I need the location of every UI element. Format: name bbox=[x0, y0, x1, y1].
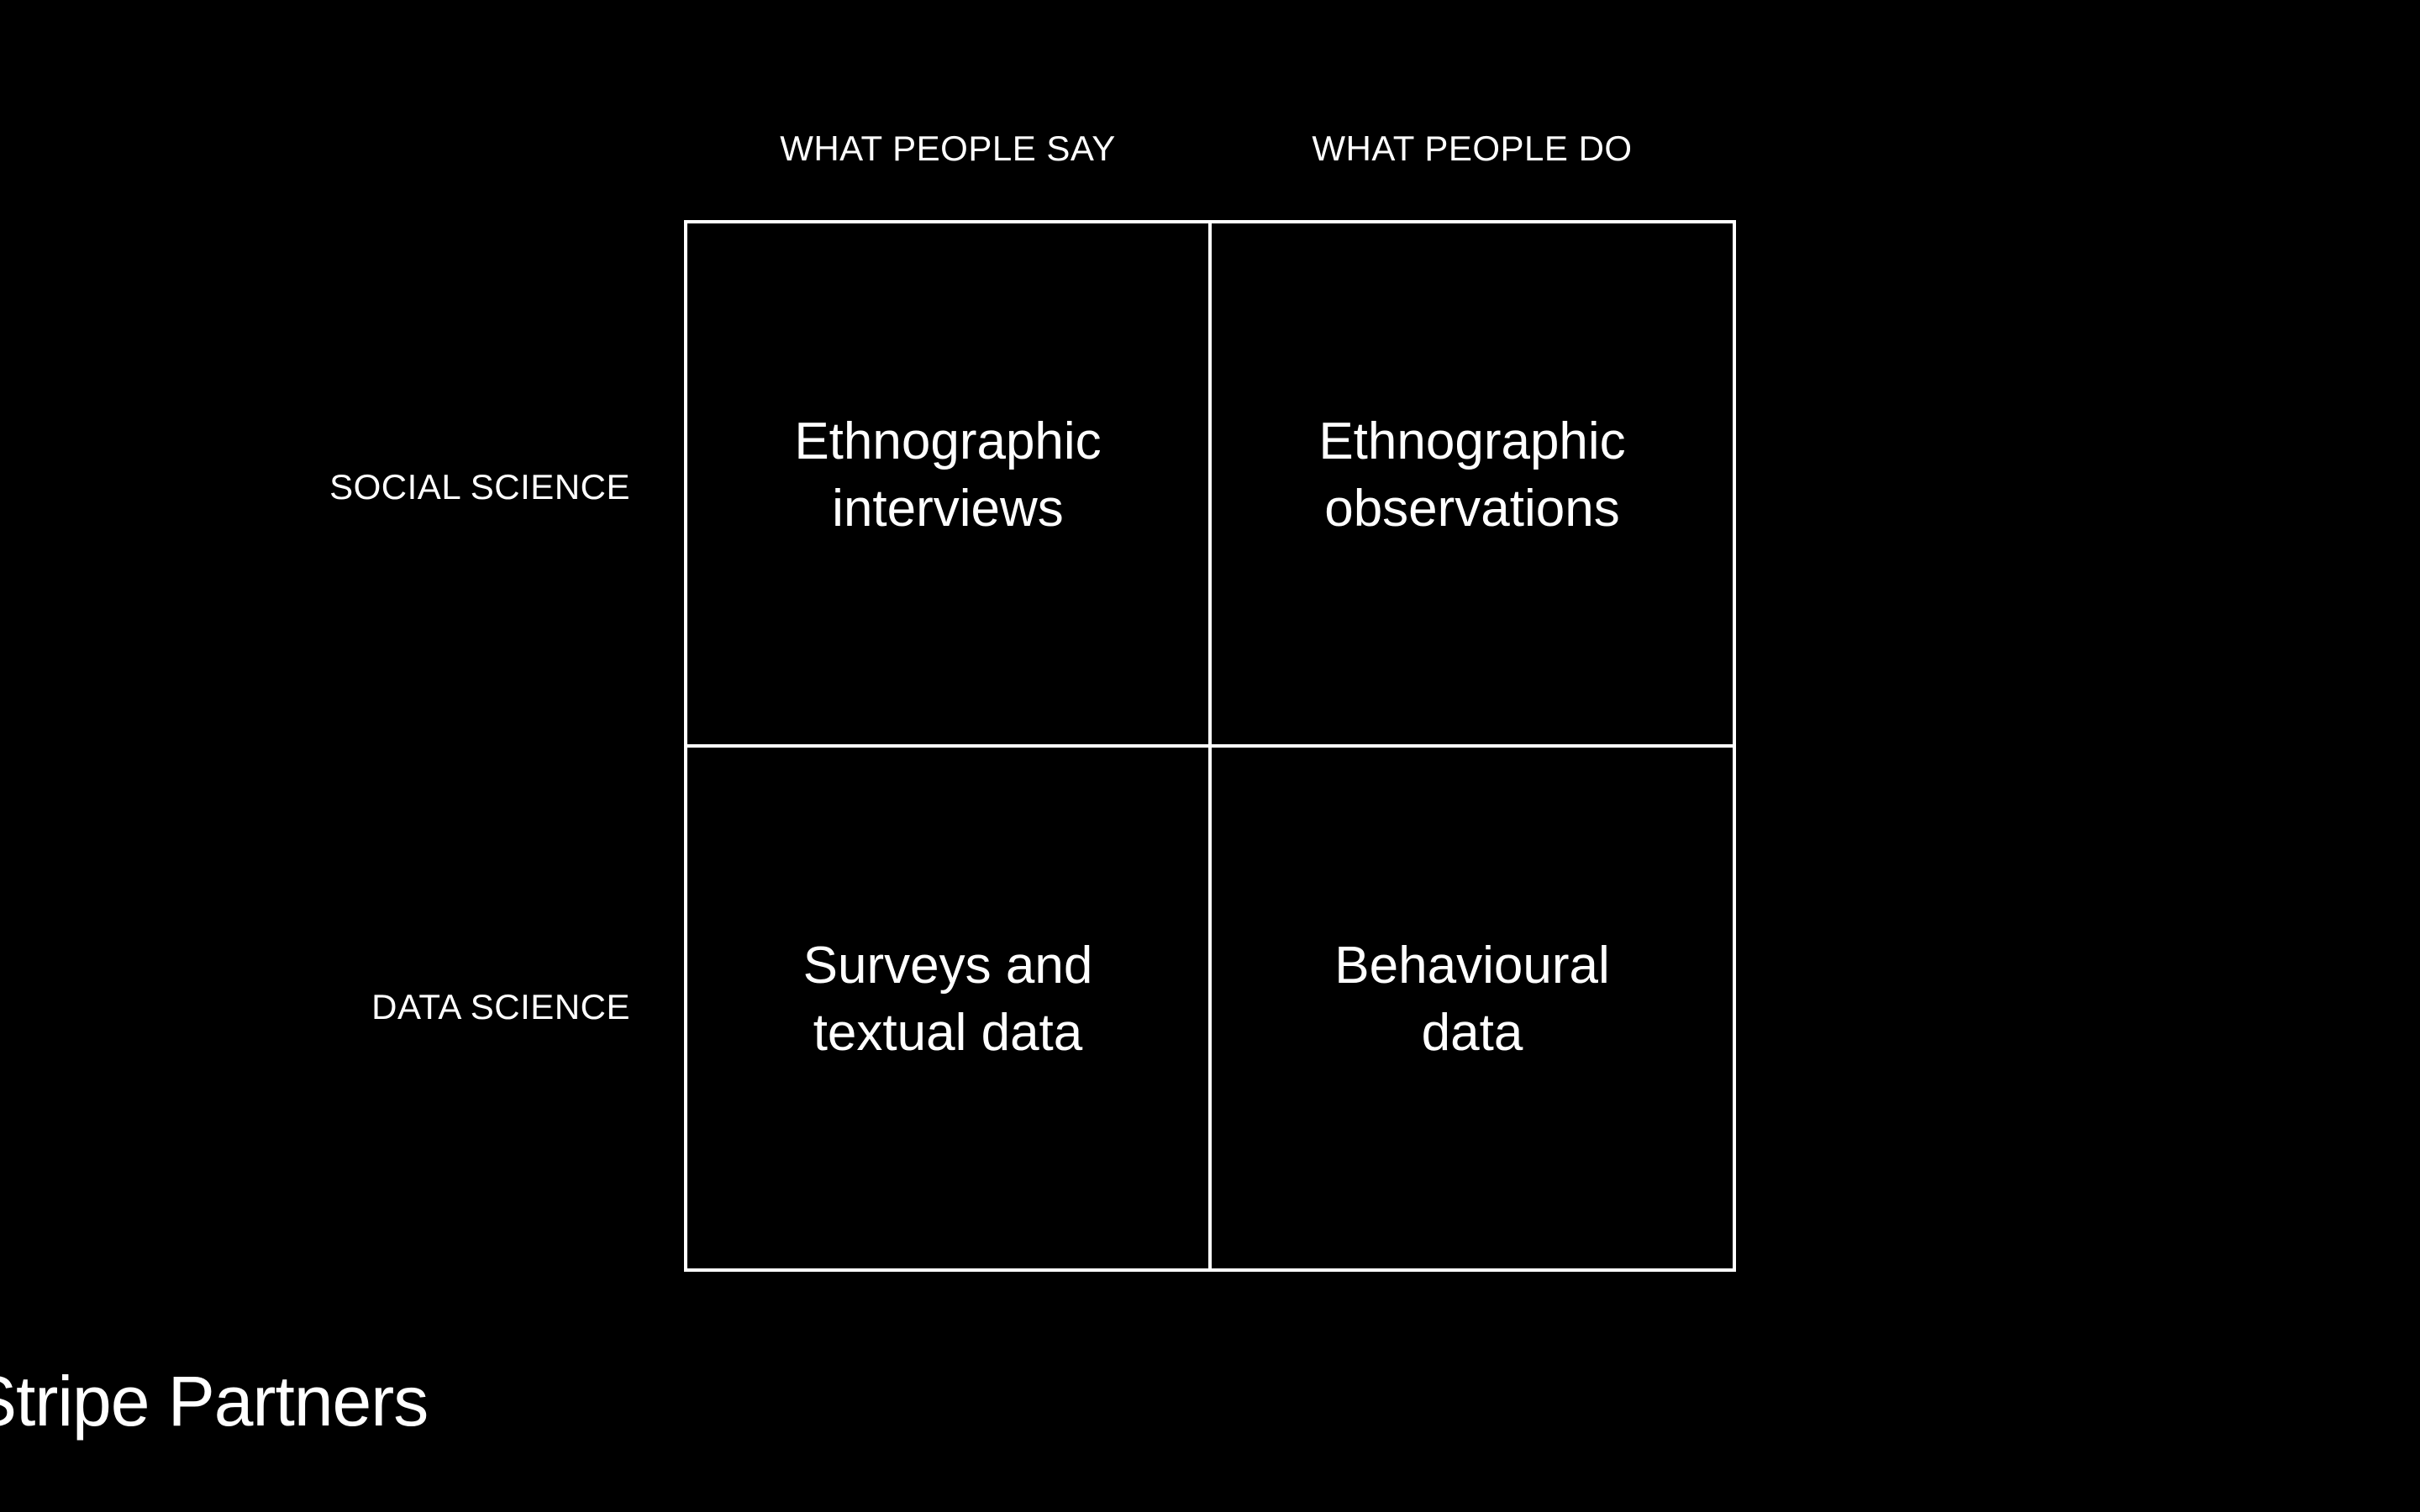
cell-data-say: Surveys and textual data bbox=[687, 746, 1210, 1268]
column-header-what-people-say: WHAT PEOPLE SAY bbox=[780, 129, 1116, 168]
cell-data-do-line2: data bbox=[1421, 1004, 1523, 1062]
cell-data-say-line2: textual data bbox=[813, 1004, 1083, 1062]
cell-social-do: Ethnographic observations bbox=[1210, 223, 1733, 746]
cell-data-say-label: Surveys and textual data bbox=[763, 932, 1133, 1067]
row-header-data-science: DATA SCIENCE bbox=[371, 987, 630, 1026]
cell-data-do: Behavioural data bbox=[1210, 746, 1733, 1268]
cell-data-say-line1: Surveys and bbox=[802, 937, 1093, 995]
cell-social-do-line2: observations bbox=[1324, 480, 1620, 538]
column-header-what-people-do: WHAT PEOPLE DO bbox=[1312, 129, 1633, 168]
stripe-partners-logo: Stripe Partners bbox=[0, 1362, 429, 1441]
cell-social-say-label: Ethnographic interviews bbox=[763, 408, 1133, 543]
cell-data-do-line1: Behavioural bbox=[1334, 937, 1610, 995]
cell-social-do-line1: Ethnographic bbox=[1318, 412, 1626, 470]
cell-social-say-line2: interviews bbox=[832, 480, 1064, 538]
cell-data-do-label: Behavioural data bbox=[1287, 932, 1657, 1067]
quadrant-grid: Ethnographic interviews Ethnographic obs… bbox=[684, 220, 1736, 1272]
row-header-social-science: SOCIAL SCIENCE bbox=[329, 467, 630, 507]
cell-social-say-line1: Ethnographic bbox=[794, 412, 1102, 470]
cell-social-say: Ethnographic interviews bbox=[687, 223, 1210, 746]
cell-social-do-label: Ethnographic observations bbox=[1287, 408, 1657, 543]
